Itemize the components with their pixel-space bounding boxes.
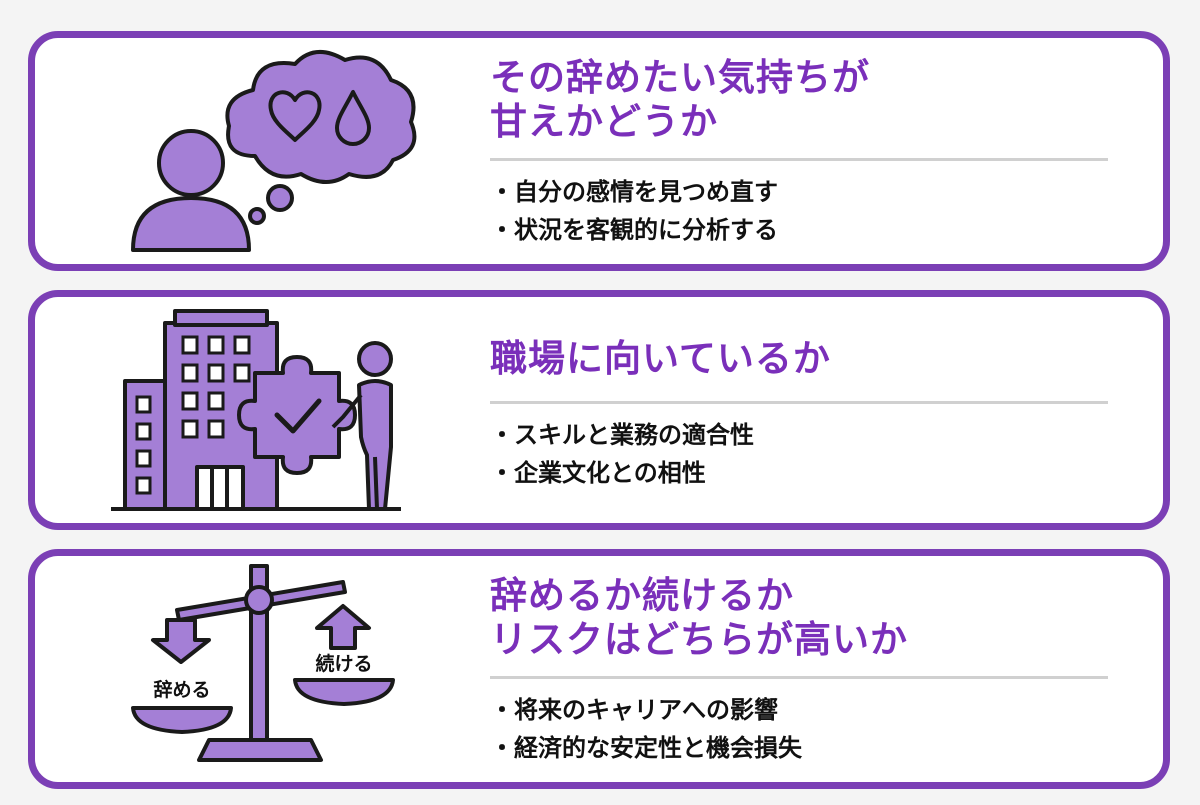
divider [490,158,1108,161]
list-item: 将来のキャリアへの影響 [490,691,1108,729]
card-3-text: 辞めるか続けるか リスクはどちらが高いか 将来のキャリアへの影響 経済的な安定性… [490,574,1108,767]
card-2-bullets: スキルと業務の適合性 企業文化との相性 [490,416,1108,492]
divider [490,401,1108,404]
card-3-bullets: 将来のキャリアへの影響 経済的な安定性と機会損失 [490,691,1108,767]
card-1-title-line-2: 甘えかどうか [490,100,718,143]
card-workplace-fit: 職場に向いているか スキルと業務の適合性 企業文化との相性 [28,290,1170,530]
list-item: スキルと業務の適合性 [490,416,1108,454]
scale-left-label: 辞める [153,678,210,701]
card-1-bullets: 自分の感情を見つめ直す 状況を客観的に分析する [490,173,1108,249]
card-1-title-line-1: その辞めたい気持ちが [490,56,870,99]
scale-right-label: 続ける [315,652,372,675]
divider [490,676,1108,679]
card-2-text: 職場に向いているか スキルと業務の適合性 企業文化との相性 [490,337,1108,492]
card-risk: 辞める 続ける 辞めるか続けるか リスクはどちらが高いか 将来のキャリアへの影響… [28,549,1170,789]
scale-icon-area: 辞める 続ける [105,556,435,782]
list-item: 自分の感情を見つめ直す [490,173,1108,211]
card-3-title: 辞めるか続けるか リスクはどちらが高いか [490,574,1108,662]
building-puzzle-person-icon [111,309,401,511]
card-1-title: その辞めたい気持ちが 甘えかどうか [490,56,1108,144]
list-item: 状況を客観的に分析する [490,211,1108,249]
card-1-text: その辞めたい気持ちが 甘えかどうか 自分の感情を見つめ直す 状況を客観的に分析す… [490,56,1108,249]
check-icon [274,398,322,434]
card-2-title-line-1: 職場に向いているか [490,337,831,380]
list-item: 経済的な安定性と機会損失 [490,729,1108,767]
card-3-title-line-1: 辞めるか続けるか [490,574,794,617]
person-thought-bubble-icon [131,50,417,252]
card-2-title: 職場に向いているか [490,337,1108,381]
building-icon-area [105,297,435,523]
person-thought-icon-area [105,38,435,264]
balance-scale-icon: 辞める 続ける [131,564,395,762]
list-item: 企業文化との相性 [490,454,1108,492]
card-3-title-line-2: リスクはどちらが高いか [490,618,908,661]
card-feelings: その辞めたい気持ちが 甘えかどうか 自分の感情を見つめ直す 状況を客観的に分析す… [28,31,1170,271]
